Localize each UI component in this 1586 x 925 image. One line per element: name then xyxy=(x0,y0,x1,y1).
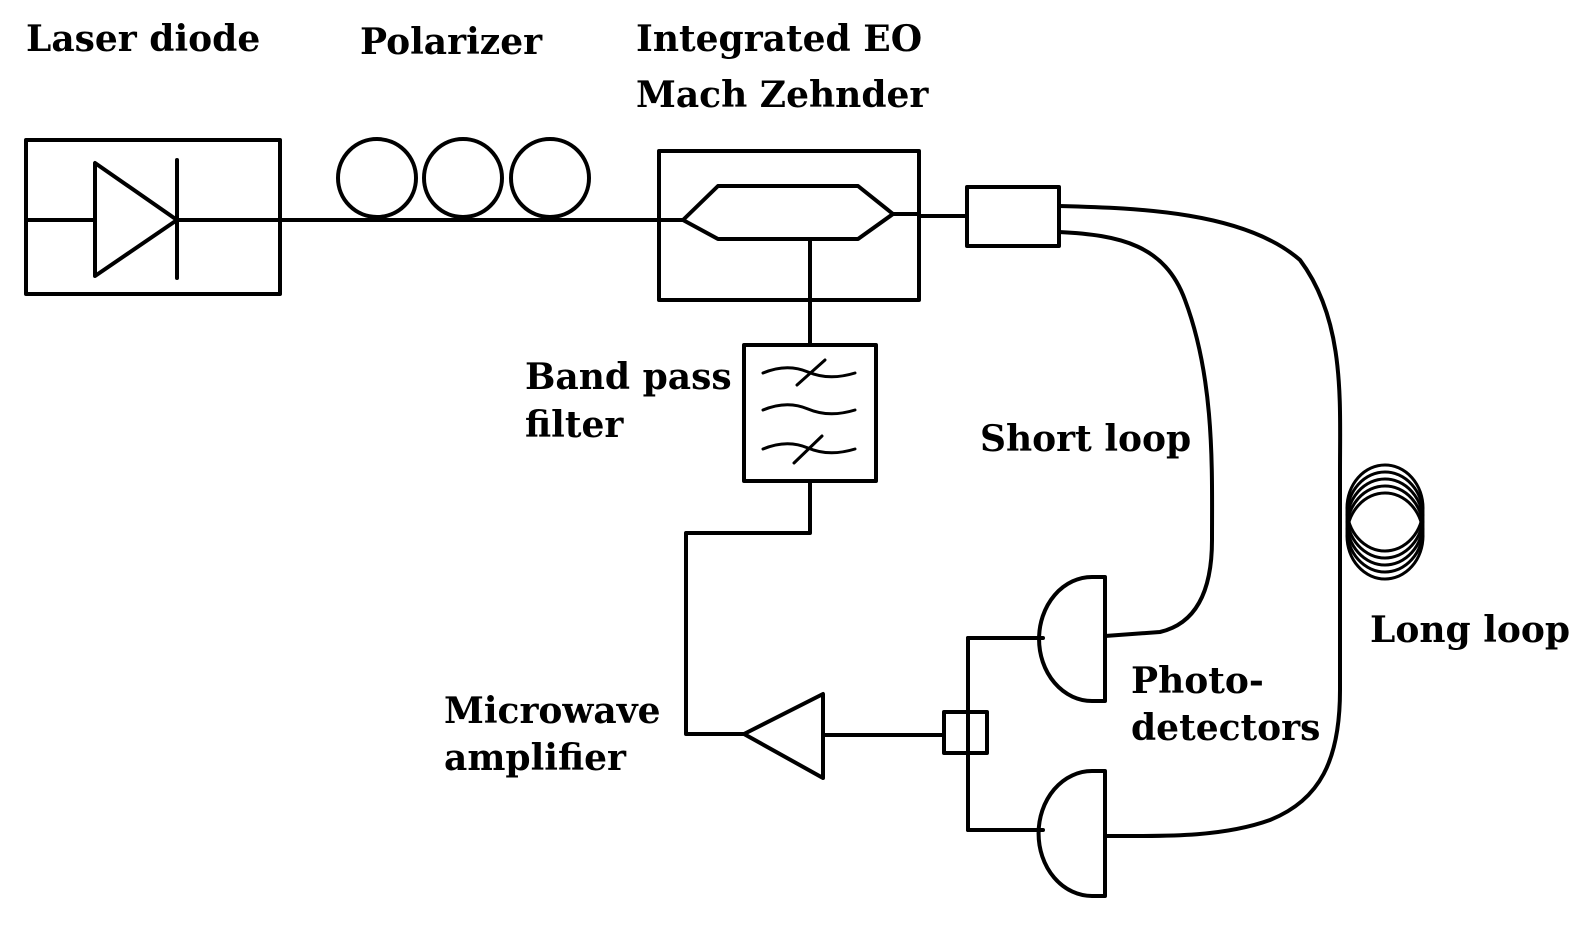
laser-diode-label: Laser diode xyxy=(26,18,260,60)
triangle-amplifier-icon xyxy=(742,692,825,780)
polarizer-label: Polarizer xyxy=(360,21,543,63)
mach-zehnder-label-line2: Mach Zehnder xyxy=(636,74,929,116)
rf-combiner-icon xyxy=(942,636,1045,832)
photodetector-icon xyxy=(1036,769,1107,898)
photodetectors-label-line1: Photo- xyxy=(1131,660,1264,702)
photodetector-icon xyxy=(1037,575,1107,703)
microwave-amplifier-label-line1: Microwave xyxy=(444,690,661,732)
photodetectors-label-line2: detectors xyxy=(1131,707,1320,749)
long-loop-label: Long loop xyxy=(1370,609,1570,651)
optical-coupler-icon xyxy=(965,185,1061,248)
microwave-amplifier-label-line2: amplifier xyxy=(444,737,627,779)
rf-line-filter-to-amplifier xyxy=(684,479,812,736)
mach-zehnder-interferometer-icon xyxy=(657,149,921,302)
fiber-spool-icon xyxy=(1345,463,1425,581)
band-pass-filter-icon xyxy=(742,343,878,483)
mach-zehnder-label-line1: Integrated EO xyxy=(636,18,922,60)
short-loop-fiber xyxy=(1057,230,1215,638)
diode-symbol-icon xyxy=(24,138,282,296)
long-loop-fiber xyxy=(1057,204,1343,839)
band-pass-filter-label-line1: Band pass xyxy=(525,356,732,398)
short-loop-label: Short loop xyxy=(980,418,1191,460)
fiber-polarizer-loops-icon xyxy=(336,137,591,219)
band-pass-filter-label-line2: filter xyxy=(525,404,624,446)
